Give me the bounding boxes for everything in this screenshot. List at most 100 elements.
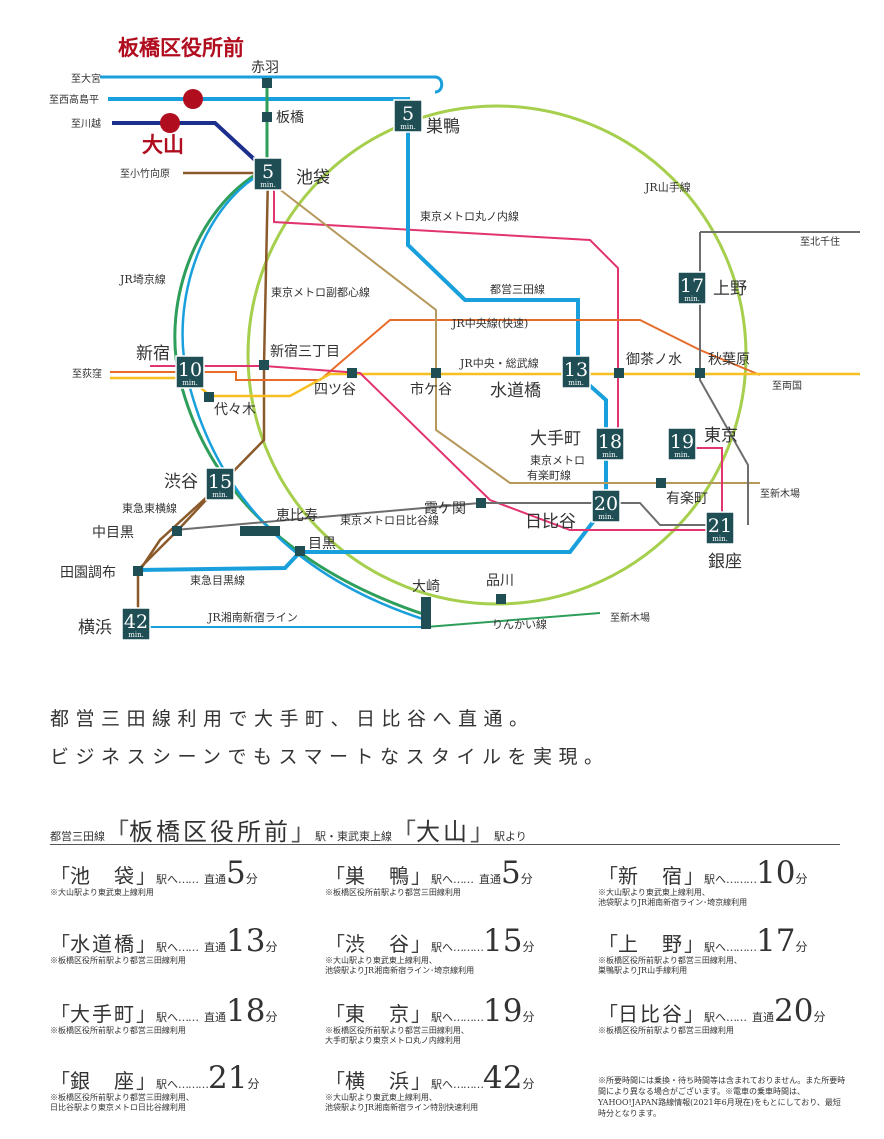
destination-item: 「渋 谷」駅へ………15分※大山駅より東武東上線利用、 池袋駅よりJR湘南新宿ラ… xyxy=(325,926,590,986)
to-label: 駅へ xyxy=(431,1011,453,1024)
open-bracket: 「 xyxy=(50,932,70,956)
destination-item: 「銀 座」駅へ………21分※板橋区役所前駅より都営三田線利用、 日比谷駅より東京… xyxy=(50,1063,315,1123)
destination-item: 「池 袋」駅へ……直通5分※大山駅より東武東上線利用 xyxy=(50,858,315,918)
close-bracket: 」 xyxy=(684,932,704,956)
minute-unit: min. xyxy=(602,451,618,459)
minute-boxes: 5min.5min.17min.10min.13min.18min.19min.… xyxy=(121,99,735,641)
to-label: 駅へ xyxy=(704,941,726,954)
leader-dots: …… xyxy=(178,941,199,954)
station-yotsuya: 四ツ谷 xyxy=(314,382,356,398)
line-mita: 都営三田線 xyxy=(490,282,545,296)
minute-value: 5 xyxy=(262,161,274,183)
station-ueno: 上野 xyxy=(713,279,747,299)
to-label: 駅へ xyxy=(431,873,453,886)
station-shinjuku-sanchome-mark xyxy=(259,360,269,370)
to-label: 駅へ xyxy=(704,1011,726,1024)
headline-line-1: 都営三田線利用で大手町、日比谷へ直通。 xyxy=(50,708,535,730)
open-bracket: 「 xyxy=(50,1002,70,1026)
line-chuo-sobu: JR中央・総武線 xyxy=(459,356,539,370)
to-label: 駅へ xyxy=(431,1078,453,1091)
minute-value: 13 xyxy=(564,359,588,381)
close-bracket: 」 xyxy=(136,1069,156,1093)
destination-note: ※大山駅より東武東上線利用 xyxy=(50,888,154,897)
station-osaki: 大崎 xyxy=(412,579,440,595)
close-bracket: 」 xyxy=(411,864,431,888)
station-suidobashi: 水道橋 xyxy=(490,381,541,401)
yurakucho-line xyxy=(273,184,760,484)
minute-unit: 分 xyxy=(795,940,808,954)
minute-value: 42 xyxy=(124,611,148,633)
via-label: 直通 xyxy=(479,873,501,886)
subhead-prefix: 都営三田線 xyxy=(50,830,105,843)
leader-dots: …… xyxy=(453,873,474,886)
destination-note: ※板橋区役所前駅より都営三田線利用、 大手町駅より東京メトロ丸ノ内線利用 xyxy=(325,1026,469,1045)
station-meguro: 目黒 xyxy=(308,536,336,552)
station-akabane-mark xyxy=(262,78,272,88)
close-bracket: 」 xyxy=(684,1002,704,1026)
destination-minutes: 13 xyxy=(226,923,266,959)
minute-box-bg xyxy=(667,427,697,461)
station-kasumigaseki: 霞ケ関 xyxy=(424,501,466,517)
minute-unit: min. xyxy=(128,631,144,639)
destination-minutes: 5 xyxy=(501,855,521,891)
headline-line-2: ビジネスシーンでもスマートなスタイルを実現。 xyxy=(50,746,610,768)
dir-nishitakashimadaira: 至西高島平 xyxy=(49,93,99,106)
station-yotsuya-mark xyxy=(347,368,357,378)
station-ebisu: 恵比寿 xyxy=(276,507,318,524)
to-label: 駅へ xyxy=(156,1011,178,1024)
minute-unit: min. xyxy=(212,491,228,499)
destination-item: 「大手町」駅へ……直通18分※板橋区役所前駅より都営三田線利用 xyxy=(50,996,315,1056)
destination-minutes: 19 xyxy=(483,993,523,1029)
to-label: 駅へ xyxy=(431,941,453,954)
minute-unit: 分 xyxy=(522,940,535,954)
destination-item: 「横 浜」駅へ………42分※大山駅より東武東上線利用、 池袋駅よりJR湘南新宿ラ… xyxy=(325,1063,590,1123)
open-bracket: 「 xyxy=(50,864,70,888)
chuo-sobu-line xyxy=(110,372,860,398)
close-bracket: 」 xyxy=(411,1002,431,1026)
headline: 都営三田線利用で大手町、日比谷へ直通。 ビジネスシーンでもスマートなスタイルを実… xyxy=(50,700,609,776)
close-bracket: 」 xyxy=(470,818,494,846)
hibiya-north xyxy=(699,231,860,525)
destination-item: 「日比谷」駅へ……直通20分※板橋区役所前駅より都営三田線利用 xyxy=(598,996,863,1056)
marunouchi-line xyxy=(273,178,619,430)
minute-box-bg xyxy=(393,99,423,133)
destination-row: 「池 袋」駅へ……直通5分 xyxy=(50,855,315,891)
leader-dots: ……… xyxy=(178,1078,209,1091)
close-bracket: 」 xyxy=(684,864,704,888)
leader-dots: ……… xyxy=(453,1011,484,1024)
line-chuo-rapid: JR中央線(快速) xyxy=(451,316,528,330)
minute-unit: min. xyxy=(260,181,276,189)
minute-box-bg xyxy=(121,607,151,641)
destination-item: 「水道橋」駅へ……直通13分※板橋区役所前駅より都営三田線利用 xyxy=(50,926,315,986)
station-denenchofu: 田園調布 xyxy=(60,565,116,581)
station-tokyo: 東京 xyxy=(704,426,738,446)
dir-omiya: 至大宮 xyxy=(71,72,101,85)
dir-shinkiba-2: 至新木場 xyxy=(610,611,650,624)
minute-unit: 分 xyxy=(247,1077,260,1091)
minute-value: 21 xyxy=(708,515,732,537)
minute-unit: 分 xyxy=(245,872,258,886)
minute-value: 20 xyxy=(594,493,618,515)
via-label: 直通 xyxy=(752,1011,774,1024)
station-hibiya: 日比谷 xyxy=(525,512,576,532)
destination-minutes: 5 xyxy=(226,855,246,891)
destination-note: ※大山駅より東武東上線利用、 池袋駅よりJR湘南新宿ライン･埼京線利用 xyxy=(325,956,475,975)
station-itabashi: 板橋 xyxy=(276,110,304,126)
minute-unit: 分 xyxy=(522,1077,535,1091)
station-shinjuku: 新宿 xyxy=(136,344,170,364)
line-shonan-shinjuku: JR湘南新宿ライン xyxy=(207,610,298,624)
station-yokohama: 横浜 xyxy=(78,618,112,638)
station-shinagawa-mark xyxy=(496,594,506,604)
destination-item: 「新 宿」駅へ………10分※大山駅より東武東上線利用、 池袋駅よりJR湘南新宿ラ… xyxy=(598,858,863,918)
dir-kitasenju: 至北千住 xyxy=(800,235,840,248)
minute-unit: min. xyxy=(598,513,614,521)
destination-row: 「新 宿」駅へ………10分 xyxy=(598,858,863,889)
destination-name: 池 袋 xyxy=(70,864,136,888)
line-rinkai: りんかい線 xyxy=(492,617,547,631)
minute-unit: min. xyxy=(182,379,198,387)
destination-row: 「上 野」駅へ………17分 xyxy=(598,926,863,957)
station-ichigaya: 市ケ谷 xyxy=(410,381,452,398)
